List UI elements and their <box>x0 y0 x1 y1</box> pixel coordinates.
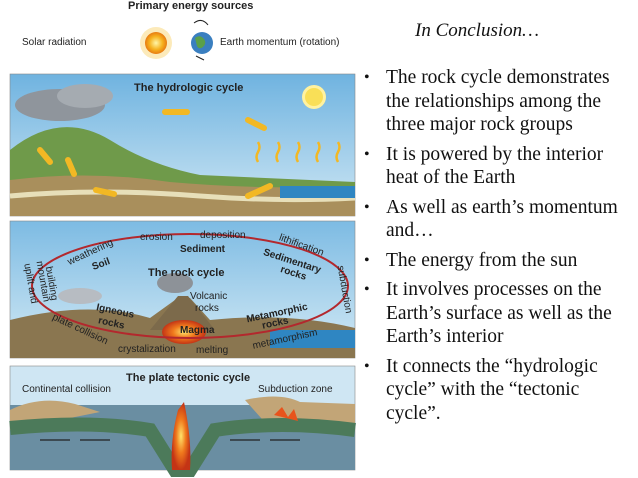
bullet-dot-icon: • <box>364 357 370 375</box>
bullet-text: The energy from the sun <box>386 249 578 271</box>
earth-icon <box>191 19 213 61</box>
bullet-item: • It is powered by the interior heat of t… <box>362 143 634 190</box>
slide-title: In Conclusion… <box>415 20 540 41</box>
solar-radiation-label: Solar radiation <box>22 37 87 48</box>
bullet-text: It involves processes on the Earth’s sur… <box>386 279 612 347</box>
bullet-text: It connects the “hydrologic cycle” with … <box>386 355 598 424</box>
bullet-text: The rock cycle demonstrates the relation… <box>386 67 610 135</box>
melting-label: melting <box>196 345 229 356</box>
bullet-item: • The rock cycle demonstrates the relatio… <box>362 66 634 137</box>
deposition-label: deposition <box>200 230 246 241</box>
plate-tectonic-panel <box>9 365 356 477</box>
bullet-dot-icon: • <box>364 251 370 269</box>
energy-sources-header: Primary energy sources <box>128 0 254 12</box>
sun-icon <box>140 27 172 59</box>
rock-cycle-panel <box>9 220 356 359</box>
hydrologic-cycle-title: The hydrologic cycle <box>134 82 244 94</box>
bullet-item: • The energy from the sun <box>362 249 634 273</box>
subduction-zone-label: Subduction zone <box>258 384 333 395</box>
volcanic-rocks-label-1: Volcanic <box>190 291 228 302</box>
rock-cycle-title: The rock cycle <box>148 267 225 279</box>
crystalization-label: crystalization <box>118 344 176 355</box>
plate-tectonic-title: The plate tectonic cycle <box>126 372 251 384</box>
erosion-label: erosion <box>140 232 173 243</box>
bullet-dot-icon: • <box>364 198 370 216</box>
bullet-dot-icon: • <box>364 281 370 298</box>
bullet-list: • The rock cycle demonstrates the relatio… <box>362 66 634 431</box>
continental-collision-label: Continental collision <box>22 384 111 395</box>
sediment-label: Sediment <box>180 244 226 255</box>
bullet-dot-icon: • <box>364 145 370 163</box>
bullet-dot-icon: • <box>364 69 370 86</box>
bullet-item: • As well as earth’s momentum and… <box>362 196 634 243</box>
magma-label: Magma <box>180 325 215 336</box>
bullet-text: It is powered by the interior heat of th… <box>386 143 604 189</box>
bullet-item: • It connects the “hydrologic cycle” with… <box>362 355 634 426</box>
volcanic-rocks-label-2: rocks <box>195 303 219 314</box>
hydrologic-panel <box>9 73 356 217</box>
bullet-text: As well as earth’s momentum and… <box>386 196 618 242</box>
earth-momentum-label: Earth momentum (rotation) <box>220 37 340 48</box>
bullet-item: • It involves processes on the Earth’s su… <box>362 278 634 349</box>
